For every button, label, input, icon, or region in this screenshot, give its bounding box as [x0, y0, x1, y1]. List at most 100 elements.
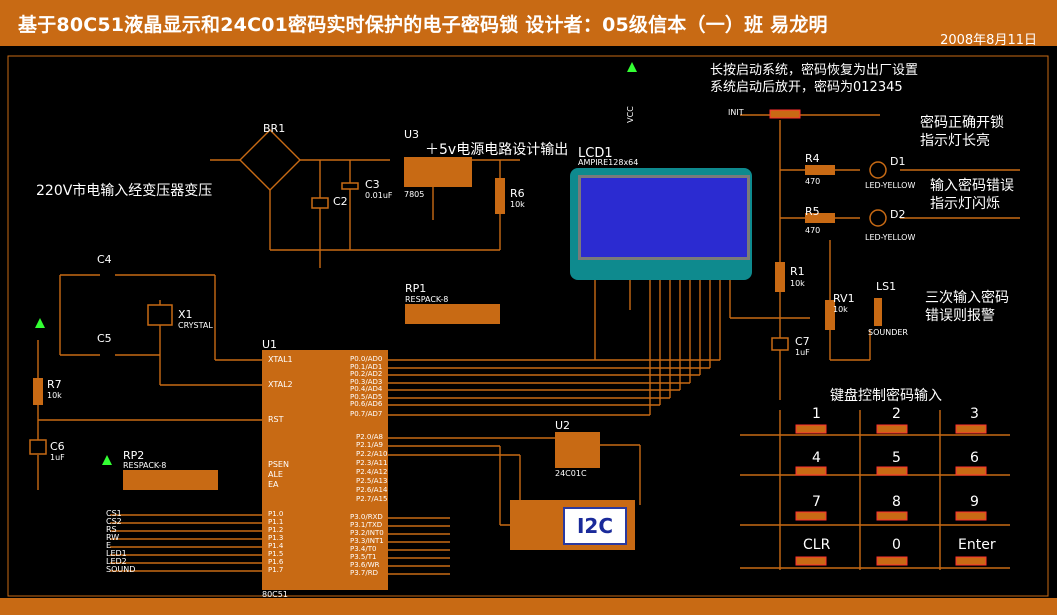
signal-cs2: CS2 [106, 517, 122, 526]
r6-body [495, 178, 505, 214]
u1-pin-rst: RST [268, 415, 284, 424]
key-9[interactable]: 9 [970, 494, 979, 510]
lcd1-part: AMPIRE128x64 [578, 158, 639, 167]
u1-p1-2: P1.2 [268, 526, 284, 534]
key-1[interactable]: 1 [812, 406, 821, 422]
lcd1-label: LCD1 [578, 146, 613, 161]
key-enter[interactable]: Enter [958, 537, 996, 553]
u1-label: U1 [262, 338, 278, 351]
key-clr[interactable]: CLR [803, 537, 831, 553]
rp2-part: RESPACK-8 [123, 461, 167, 470]
alarm-note-line1: 三次输入密码 [925, 290, 1009, 306]
u1-p0-0: P0.0/AD0 [350, 355, 383, 363]
u1-p3-1: P3.1/TXD [350, 521, 383, 529]
title-bar: 基于80C51液晶显示和24C01密码实时保护的电子密码锁 设计者：05级信本（… [0, 0, 1057, 48]
r1-label: R1 [790, 265, 805, 278]
signal-rw: RW [106, 533, 120, 542]
rp1-body [405, 304, 500, 324]
key-5[interactable]: 5 [892, 450, 901, 466]
wrong-note-line2: 指示灯闪烁 [930, 196, 1000, 212]
u1-part: 80C51 [262, 590, 288, 599]
br1-label: BR1 [263, 122, 286, 135]
d1-label: D1 [890, 155, 906, 168]
u1-pin-psen: PSEN [268, 460, 289, 469]
r7-body [33, 378, 43, 405]
c7-label: C7 [795, 335, 810, 348]
ls1-label: LS1 [876, 280, 897, 293]
r7-label: R7 [47, 378, 62, 391]
u3-label: U3 [404, 128, 420, 141]
rv1-label: RV1 [833, 292, 855, 305]
u1-p2-3: P2.3/A11 [356, 459, 388, 467]
u1-p1-7: P1.7 [268, 566, 284, 574]
wrong-note-line1: 输入密码错误 [930, 178, 1014, 194]
bottom-bar [0, 598, 1057, 615]
r1-value: 10k [790, 279, 805, 288]
c2-label: C2 [333, 195, 348, 208]
u1-p0-1: P0.1/AD1 [350, 363, 383, 371]
u1-p2-2: P2.2/A10 [356, 450, 388, 458]
power-input-note: 220V市电输入经变压器变压 [36, 183, 213, 199]
key-7[interactable]: 7 [812, 494, 821, 510]
key-3[interactable]: 3 [970, 406, 979, 422]
vcc-label: VCC [625, 106, 635, 123]
u1-p0-5: P0.5/AD5 [350, 393, 383, 401]
u1-p1-4: P1.4 [268, 542, 284, 550]
u1-p2-1: P2.1/A9 [356, 441, 383, 449]
u1-p2-4: P2.4/A12 [356, 468, 388, 476]
r5-body [805, 213, 835, 223]
u1-p3-0: P3.0/RXD [350, 513, 383, 521]
u1-pin-ale: ALE [268, 470, 283, 479]
lcd-screen [578, 175, 750, 260]
u1-p2-7: P2.7/A15 [356, 495, 388, 503]
r5-value: 470 [805, 226, 821, 235]
x1-part: CRYSTAL [178, 321, 213, 330]
u1-p3-2: P3.2/INT0 [350, 529, 384, 537]
d2-part: LED-YELLOW [865, 233, 916, 242]
key-8[interactable]: 8 [892, 494, 901, 510]
u1-p0-6: P0.6/AD6 [350, 400, 383, 408]
signal-led1: LED1 [106, 549, 127, 558]
alarm-note-line2: 错误则报警 [925, 308, 995, 324]
key-2[interactable]: 2 [892, 406, 901, 422]
key-0[interactable]: 0 [892, 537, 901, 553]
u2-part: 24C01C [555, 469, 587, 478]
reset-note-line1: 长按启动系统，密码恢复为出厂设置 [710, 63, 919, 78]
signal-led2: LED2 [106, 557, 127, 566]
x1-label: X1 [178, 308, 193, 321]
r4-value: 470 [805, 177, 821, 186]
u1-p1-3: P1.3 [268, 534, 284, 542]
init-label: INIT [728, 108, 744, 117]
u1-p0-7: P0.7/AD7 [350, 410, 383, 418]
r5-label: R5 [805, 205, 820, 218]
rp2-body [123, 470, 218, 490]
u1-body [262, 350, 388, 590]
u1-pin-xtal1: XTAL1 [268, 355, 293, 364]
crystal-body [147, 304, 173, 326]
u1-p3-6: P3.6/WR [350, 561, 380, 569]
u1-p0-3: P0.3/AD3 [350, 378, 383, 386]
u1-p1-0: P1.0 [268, 510, 284, 518]
rv1-value: 10k [833, 305, 848, 314]
c3-value: 0.01uF [365, 191, 393, 200]
c5-label: C5 [97, 332, 112, 345]
rp1-label: RP1 [405, 282, 427, 295]
c6-value: 1uF [50, 453, 65, 462]
signal-sound: SOUND [106, 565, 136, 574]
u1-p2-5: P2.5/A13 [356, 477, 388, 485]
u1-p2-0: P2.0/A8 [356, 433, 383, 441]
u1-p1-6: P1.6 [268, 558, 284, 566]
key-4[interactable]: 4 [812, 450, 821, 466]
key-6[interactable]: 6 [970, 450, 979, 466]
signal-cs1: CS1 [106, 509, 122, 518]
u1-p3-3: P3.3/INT1 [350, 537, 384, 545]
r4-body [805, 165, 835, 175]
u1-p3-5: P3.5/T1 [350, 553, 377, 561]
reset-note-line2: 系统启动后放开，密码为012345 [710, 80, 903, 95]
u1-p3-7: P3.7/RD [350, 569, 378, 577]
d2-label: D2 [890, 208, 906, 221]
correct-note-line1: 密码正确开锁 [920, 115, 1004, 131]
page-title: 基于80C51液晶显示和24C01密码实时保护的电子密码锁 设计者：05级信本（… [18, 14, 828, 36]
signal-rs: RS [106, 525, 117, 534]
